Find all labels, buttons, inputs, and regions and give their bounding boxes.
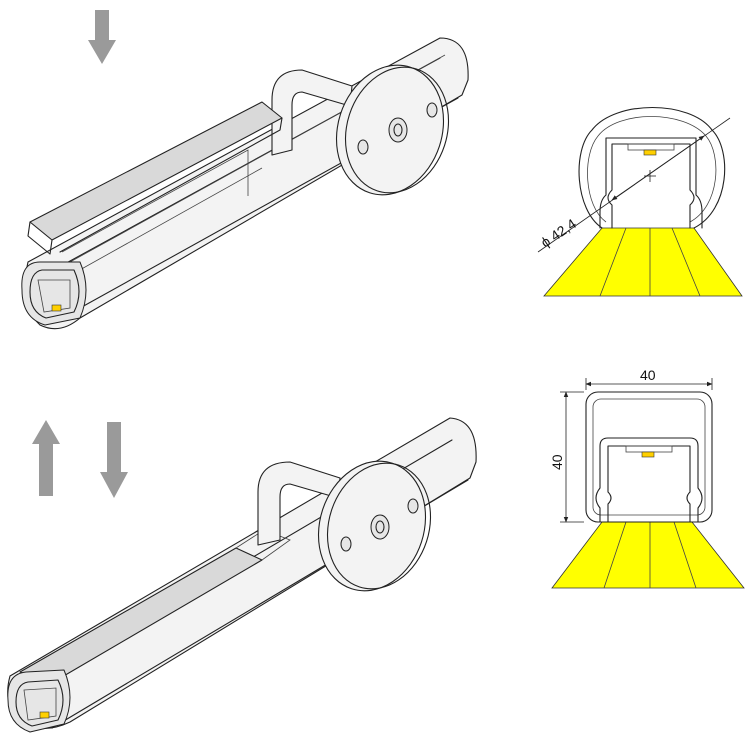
diameter-label: ϕ 42,4 (538, 215, 579, 250)
bottom-profile-assembly (7, 417, 477, 733)
arrow-down-icon (100, 422, 128, 498)
height-label: 40 (549, 454, 565, 470)
arrow-up-icon (32, 420, 60, 496)
width-label: 40 (640, 367, 656, 383)
light-beam (551, 521, 745, 589)
top-profile-assembly (21, 37, 469, 330)
arrow-down-icon (88, 10, 116, 64)
round-cross-section: ϕ 42,4 (538, 107, 743, 297)
light-beam (543, 227, 743, 297)
square-cross-section: 40 40 (549, 367, 745, 589)
